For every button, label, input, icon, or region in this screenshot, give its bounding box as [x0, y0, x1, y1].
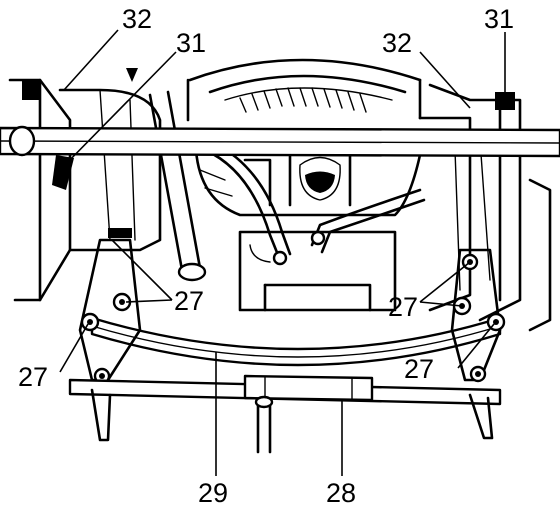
- frame-rails-drawing: [8, 68, 552, 332]
- callout-29: 29: [198, 478, 228, 508]
- callout-32-left: 32: [122, 4, 152, 34]
- callout-labels: 32 31 32 31 27 27 27 27 29 28: [18, 4, 514, 508]
- callout-32-right: 32: [382, 28, 412, 58]
- callout-27-right-upper: 27: [388, 292, 418, 322]
- lower-bar-drawing: [68, 374, 502, 454]
- callout-27-left-upper: 27: [174, 286, 204, 316]
- engine-block-drawing: [148, 58, 426, 312]
- leader-lines: [59, 29, 506, 476]
- cross-tube-drawing: [0, 125, 560, 190]
- callout-27-left-lower: 27: [18, 362, 48, 392]
- callout-28: 28: [326, 478, 356, 508]
- callout-31-right: 31: [484, 4, 514, 34]
- callout-27-right-lower: 27: [404, 354, 434, 384]
- callout-31-left: 31: [176, 28, 206, 58]
